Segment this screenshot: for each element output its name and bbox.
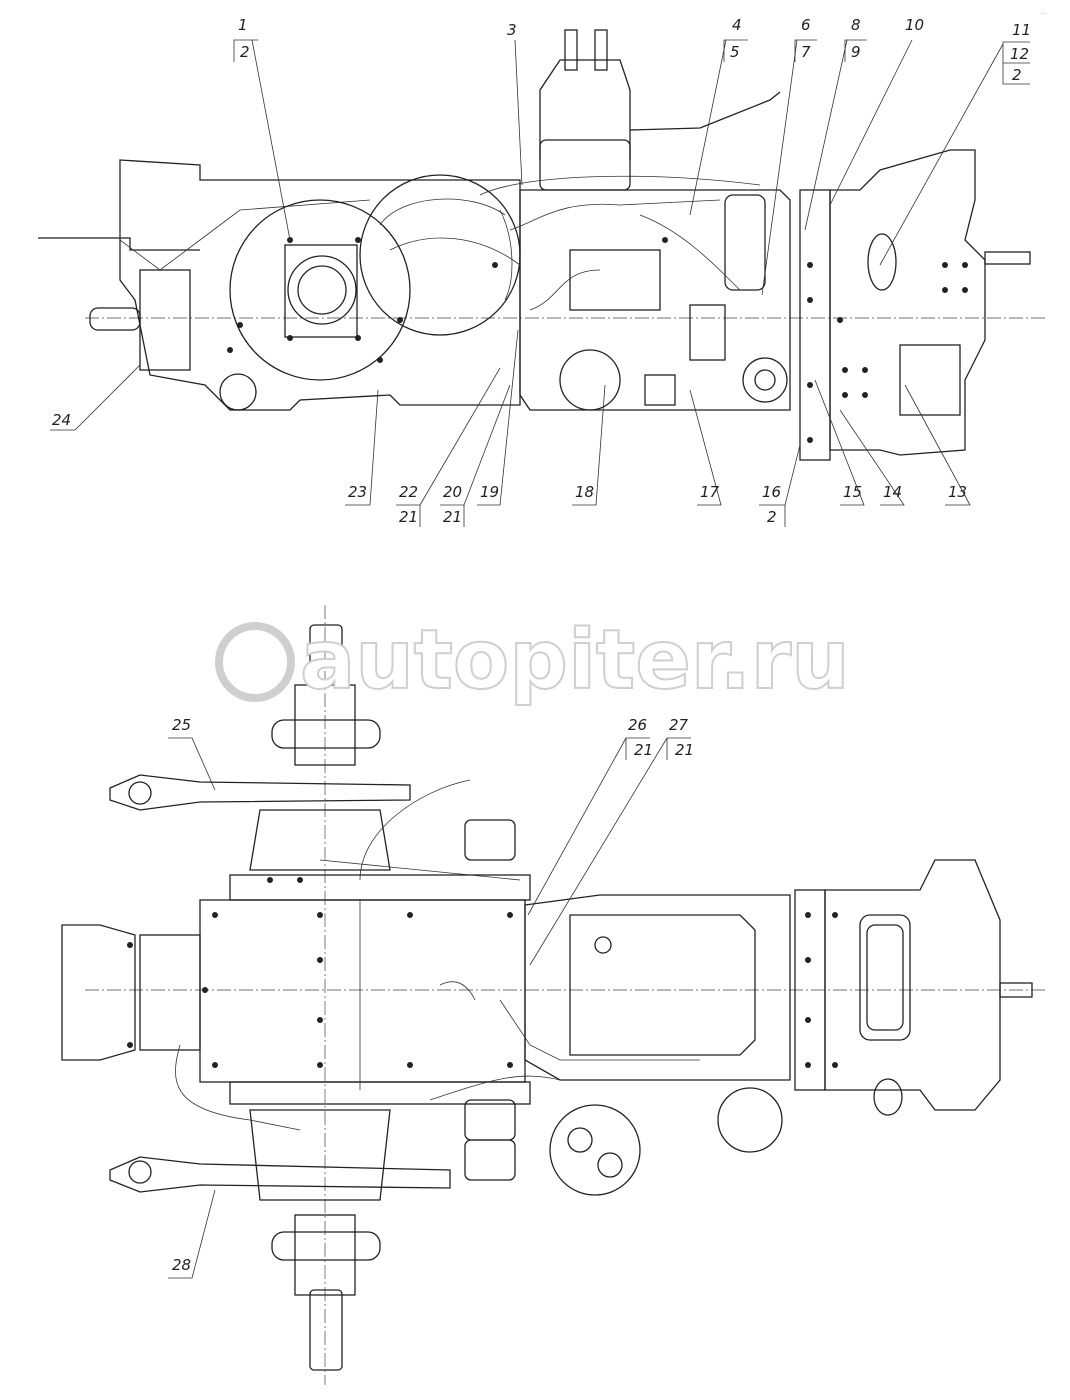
clutch-housing-plan: [824, 859, 1001, 1111]
gearbox-housing: [519, 189, 791, 411]
callout-4: 4: [732, 16, 742, 34]
callout-19: 19: [480, 483, 499, 501]
pto-housing: [139, 934, 201, 1051]
axle-sleeve-top: [294, 684, 356, 766]
axle-shaft-bottom: [309, 1289, 343, 1371]
corner-mark: ...: [1040, 8, 1047, 16]
mount-bracket: [38, 237, 200, 251]
callout-8-sub: 9: [851, 43, 861, 61]
callout-20-sub: 21: [443, 508, 462, 526]
filler-cap: [867, 233, 897, 291]
gearbox-cover: [569, 914, 756, 1056]
hydraulic-pump-plan: [549, 1104, 641, 1196]
callout-1-sub: 2: [240, 43, 250, 61]
shift-lever-left: [564, 29, 578, 71]
pto-shaft: [89, 307, 141, 331]
callout-11-sub2: 2: [1012, 66, 1022, 84]
callout-6: 6: [801, 16, 811, 34]
callout-13: 13: [948, 483, 967, 501]
clutch-housing: [829, 149, 986, 456]
lift-arm-top: [109, 774, 411, 811]
input-shaft: [984, 251, 1031, 265]
callout-26: 26: [628, 716, 647, 734]
rear-axle-housing: [119, 159, 521, 411]
callout-3: 3: [507, 21, 517, 39]
callout-25: 25: [172, 716, 191, 734]
callouts-plan-view: 25 26 21 27 21 28: [168, 716, 694, 1279]
callout-11: 11: [1012, 21, 1031, 39]
oil-filter-plan: [717, 1087, 783, 1153]
callout-16: 16: [762, 483, 781, 501]
callout-20: 20: [443, 483, 462, 501]
callouts-side-view: 1 2 3 4 5 6 7 8 9 10 11 12 2 24 23 22 21…: [50, 16, 1031, 527]
shift-lever-right: [594, 29, 608, 71]
callout-8: 8: [851, 16, 861, 34]
watermark-text: autopiter.ru: [300, 613, 850, 708]
input-shaft-plan: [999, 982, 1033, 998]
plan-view-assembly: [61, 605, 1045, 1385]
rear-housing-plan: [199, 899, 526, 1083]
callout-28: 28: [172, 1256, 191, 1274]
callout-27-sub: 21: [675, 741, 694, 759]
watermark: autopiter.ru: [215, 612, 851, 709]
callout-23: 23: [348, 483, 367, 501]
pto-flange: [139, 269, 191, 371]
side-view-assembly: [38, 29, 1045, 461]
callout-6-sub: 7: [801, 43, 811, 61]
starter: [899, 344, 961, 416]
callout-26-sub: 21: [634, 741, 653, 759]
rear-bracket: [61, 924, 136, 1061]
axle-sleeve-bottom: [294, 1214, 356, 1296]
watermark-logo-icon: [215, 622, 295, 702]
callout-18: 18: [575, 483, 594, 501]
differential-housing: [229, 199, 411, 381]
gear-shift-tower: [539, 59, 631, 160]
callout-24: 24: [52, 411, 71, 429]
callout-27: 27: [669, 716, 689, 734]
hydraulic-distributor: [569, 249, 661, 311]
gearbox-plan: [524, 894, 791, 1081]
callout-10: 10: [905, 16, 924, 34]
pump: [742, 357, 788, 403]
callout-22-sub: 21: [399, 508, 418, 526]
inspection-cover: [689, 304, 726, 361]
callout-11-sub: 12: [1010, 45, 1029, 63]
axle-eye: [219, 373, 257, 411]
callout-14: 14: [883, 483, 902, 501]
callout-17: 17: [700, 483, 720, 501]
callout-16-sub: 2: [767, 508, 777, 526]
control-rod: [629, 91, 781, 131]
lift-arm-bottom: [109, 1156, 451, 1193]
final-drive-cover: [284, 244, 358, 338]
callout-4-sub: 5: [730, 43, 740, 61]
callout-1: 1: [238, 16, 248, 34]
callout-22: 22: [399, 483, 418, 501]
oil-filter: [724, 194, 766, 291]
clutch-flange: [799, 189, 831, 461]
